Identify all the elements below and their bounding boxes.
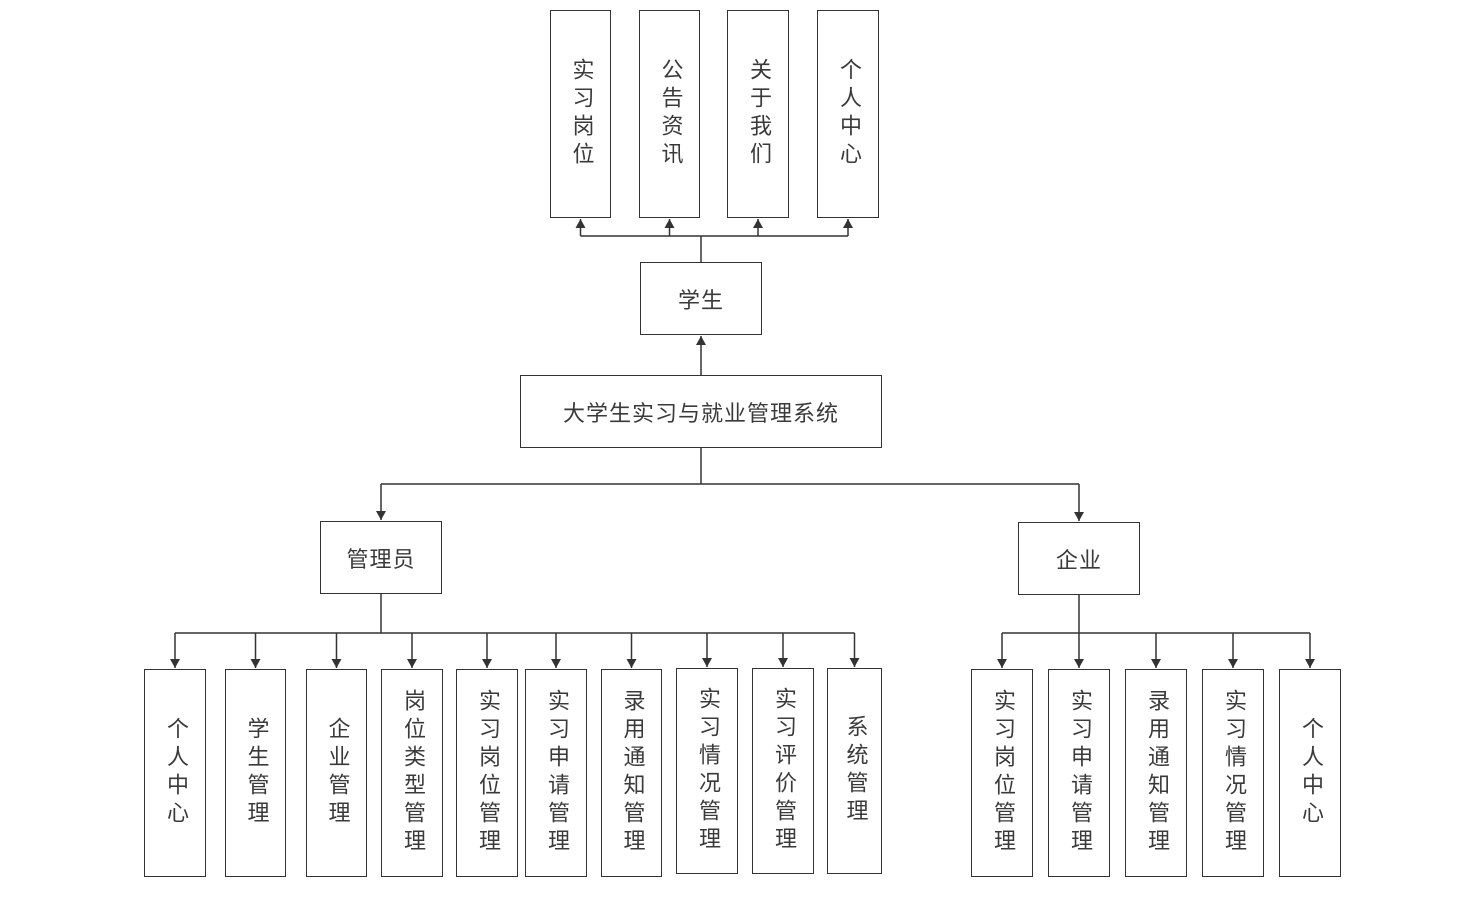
arrow-down-icon (551, 659, 561, 668)
module-label: 实习情况管理 (1221, 689, 1246, 857)
module-label: 公告资讯 (657, 58, 683, 170)
module-label: 个人中心 (836, 58, 861, 170)
admin-module-node: 个人中心 (144, 669, 206, 877)
admin-module-node: 实习评价管理 (752, 668, 814, 874)
student-module-node: 公告资讯 (639, 10, 700, 218)
student-module-node: 个人中心 (817, 10, 879, 218)
admin-module-node: 实习情况管理 (676, 668, 738, 874)
arrow-down-icon (250, 659, 261, 668)
enterprise-module-node: 实习情况管理 (1202, 669, 1264, 877)
role-node-admin: 管理员 (320, 521, 442, 594)
root-node: 大学生实习与就业管理系统 (520, 375, 882, 448)
module-label: 企业管理 (324, 717, 350, 829)
enterprise-module-node: 实习岗位管理 (971, 669, 1033, 877)
arrow-up-icon (843, 219, 853, 228)
admin-module-node: 系统管理 (827, 668, 882, 874)
arrow-up-icon (575, 219, 586, 228)
role-label: 管理员 (346, 547, 416, 573)
arrow-down-icon (482, 659, 492, 668)
arrow-down-icon (376, 511, 386, 520)
arrow-down-icon (1305, 659, 1315, 668)
arrow-down-icon (849, 658, 860, 667)
arrow-up-icon (753, 219, 763, 228)
student-module-node: 关于我们 (727, 10, 789, 218)
module-label: 实习申请管理 (544, 689, 569, 857)
role-label: 企业 (1055, 548, 1102, 574)
admin-module-node: 录用通知管理 (601, 669, 662, 877)
arrow-down-icon (778, 658, 788, 667)
enterprise-module-node: 实习申请管理 (1048, 669, 1110, 877)
arrow-down-icon (702, 658, 712, 667)
role-node-enterprise: 企业 (1018, 522, 1140, 595)
admin-module-node: 岗位类型管理 (381, 669, 443, 877)
module-label: 实习岗位 (568, 58, 594, 170)
admin-module-node: 企业管理 (306, 669, 367, 877)
module-label: 关于我们 (746, 58, 771, 170)
arrow-down-icon (1228, 659, 1238, 668)
arrow-down-icon (626, 659, 637, 668)
module-label: 个人中心 (1298, 717, 1323, 829)
arrow-down-icon (1151, 659, 1161, 668)
module-label: 实习情况管理 (695, 687, 720, 855)
arrow-down-icon (170, 659, 180, 668)
module-label: 岗位类型管理 (400, 689, 425, 857)
admin-module-node: 实习岗位管理 (456, 669, 518, 877)
arrow-down-icon (997, 659, 1007, 668)
module-label: 实习申请管理 (1067, 689, 1092, 857)
module-label: 系统管理 (842, 715, 868, 827)
arrow-down-icon (1074, 512, 1084, 521)
enterprise-module-node: 录用通知管理 (1125, 669, 1187, 877)
module-label: 实习岗位管理 (475, 689, 500, 857)
arrow-up-icon (664, 219, 675, 228)
admin-module-node: 学生管理 (225, 669, 286, 877)
module-label: 录用通知管理 (1144, 689, 1169, 857)
module-label: 学生管理 (243, 717, 269, 829)
module-label: 录用通知管理 (619, 689, 645, 857)
admin-module-node: 实习申请管理 (525, 669, 587, 877)
arrow-down-icon (407, 659, 417, 668)
module-label: 个人中心 (163, 717, 188, 829)
arrow-down-icon (331, 659, 342, 668)
enterprise-module-node: 个人中心 (1279, 669, 1341, 877)
root-label: 大学生实习与就业管理系统 (562, 401, 839, 427)
arrow-up-icon (696, 336, 706, 345)
student-module-node: 实习岗位 (550, 10, 611, 218)
module-label: 实习岗位管理 (990, 689, 1015, 857)
arrow-down-icon (1074, 659, 1084, 668)
module-label: 实习评价管理 (771, 687, 796, 855)
role-label: 学生 (677, 288, 724, 314)
role-node-student: 学生 (640, 262, 762, 335)
